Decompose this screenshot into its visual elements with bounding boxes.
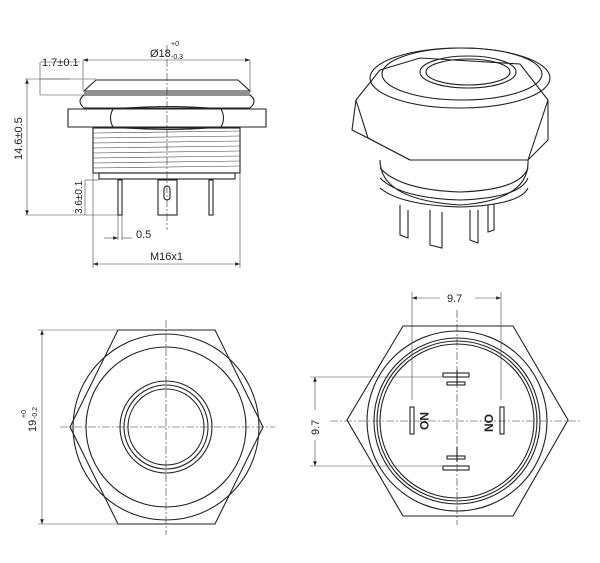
vertical-spacing-label: 9.7 (310, 420, 322, 435)
svg-text:-0.3: -0.3 (171, 54, 183, 61)
label-left: NO (417, 412, 431, 430)
thread-label: M16x1 (150, 251, 183, 263)
perspective-view (351, 47, 551, 249)
side-view: Ø18 +0 -0.3 1.7±0.1 14.6±0.5 3.6±0.1 0.5… (13, 41, 267, 268)
pin (208, 179, 214, 216)
svg-text:+0: +0 (21, 410, 28, 418)
thread (92, 127, 241, 174)
terminal-view: NO NO 9.7 9.7 (310, 292, 582, 525)
front-view: 19 +0 -0.2 (21, 320, 275, 535)
hex-size-label: 19 (27, 420, 39, 432)
center-blade (157, 179, 178, 216)
cap-height-label: 1.7±0.1 (42, 57, 79, 69)
pin-thickness-label: 0.5 (136, 229, 151, 241)
diameter-label: Ø18 (150, 48, 171, 60)
pin-length-label: 3.6±0.1 (74, 180, 85, 214)
label-right: NO (482, 414, 496, 432)
svg-text:+0: +0 (171, 41, 179, 48)
total-height-label: 14.6±0.5 (13, 117, 25, 160)
pin (117, 179, 123, 216)
svg-text:-0.2: -0.2 (32, 407, 39, 419)
horizontal-spacing-label: 9.7 (447, 293, 462, 305)
